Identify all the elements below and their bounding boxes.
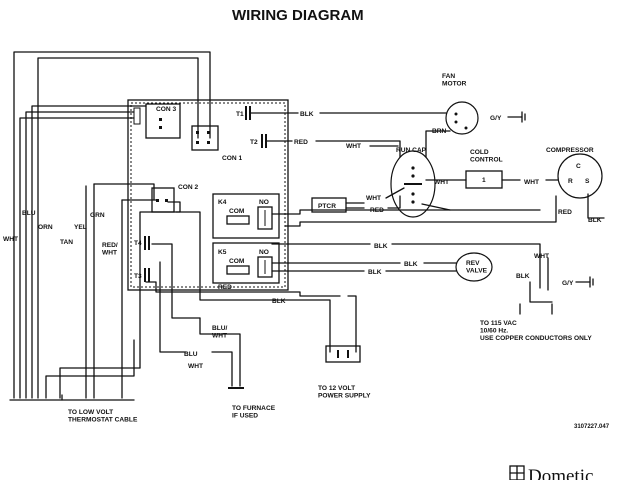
relay-board-k5: K5 COM NO <box>212 242 280 284</box>
k5-no-label: NO <box>259 249 269 256</box>
terminal-t4-label: T4 <box>134 240 142 247</box>
wire-label-blk-k5: BLK <box>404 261 418 268</box>
wire-label-orn: ORN <box>38 224 53 231</box>
compressor-label: COMPRESSOR <box>546 147 594 154</box>
ptcr: PTCR <box>311 197 347 213</box>
cold-control-terminal: 1 <box>482 177 486 184</box>
terminal-t1: T1 <box>236 106 251 120</box>
wire-label-red-wht: RED/WHT <box>102 242 118 257</box>
relay-con3: CON 3 <box>133 103 181 139</box>
wire-label-yel: YEL <box>74 224 87 231</box>
compressor: C R S COMPRESSOR <box>546 147 603 199</box>
wire-label-gy-vac: G/Y <box>562 280 574 287</box>
wire-label-tan: TAN <box>60 239 73 246</box>
brand-name: Dometic <box>528 466 593 480</box>
thermostat-wiring <box>9 51 211 401</box>
wire-label-red-comp: RED <box>558 209 572 216</box>
wire-label-wht-k5: WHT <box>534 253 549 260</box>
wire-label-blu-wht-furnace: BLU/WHT <box>212 325 228 340</box>
wire-label-blu-left: BLU <box>22 210 36 217</box>
wire-label-wht-cap: WHT <box>434 179 449 186</box>
relay-con2-label: CON 2 <box>178 184 198 191</box>
relay-con2: CON 2 <box>151 184 198 213</box>
k4-com-label: COM <box>229 208 245 215</box>
wire-label-blk-k5b: BLK <box>368 269 382 276</box>
wire-label-wht-left: WHT <box>3 236 18 243</box>
compressor-terminal-r: R <box>568 178 573 185</box>
control-board <box>127 99 289 291</box>
wire-label-gy-fan: G/Y <box>490 115 502 122</box>
wire-label-blk-comp: BLK <box>588 217 602 224</box>
ptcr-label: PTCR <box>318 203 336 210</box>
run-capacitor: RUN CAP <box>390 147 436 218</box>
k5-label: K5 <box>218 249 227 256</box>
relay-con1-label: CON 1 <box>222 155 242 162</box>
wire-label-wht-fan: WHT <box>346 143 361 150</box>
wire-label-wht-cold: WHT <box>524 179 539 186</box>
ground-vac <box>575 276 594 288</box>
wire-label-wht-ptcr: WHT <box>366 195 381 202</box>
k4-no-label: NO <box>259 199 269 206</box>
terminal-t2: T2 <box>250 134 267 148</box>
wire-label-blk-t1: BLK <box>300 111 314 118</box>
wire-label-blk-k4: BLK <box>374 243 388 250</box>
wire-label-red-t2: RED <box>294 139 308 146</box>
ground-fan <box>507 111 526 123</box>
terminal-t3-label: T3 <box>134 273 142 280</box>
wire-label-blk-vac: BLK <box>516 273 530 280</box>
k4-label: K4 <box>218 199 227 206</box>
run-cap-label: RUN CAP <box>396 147 427 154</box>
terminal-t4: T4 <box>134 236 150 250</box>
terminal-t1-label: T1 <box>236 111 244 118</box>
k5-com-label: COM <box>229 258 245 265</box>
relay-con1: CON 1 <box>191 125 242 162</box>
relay-con3-label: CON 3 <box>156 106 176 113</box>
relay-board-k4: K4 COM NO <box>212 193 280 239</box>
wire-label-red-wht-text: RED/WHT <box>102 242 118 257</box>
compressor-terminal-c: C <box>576 163 581 170</box>
compressor-terminal-s: S <box>585 178 590 185</box>
terminal-t3: T3 <box>134 268 150 282</box>
wire-label-blu-furnace: BLU <box>184 351 198 358</box>
wire-label-wht-furnace: WHT <box>188 363 203 370</box>
twelve-volt-terminal <box>325 345 361 363</box>
terminal-t2-label: T2 <box>250 139 258 146</box>
wire-label-red-lower: RED <box>218 284 232 291</box>
wire-label-blk-lower: BLK <box>272 298 286 305</box>
brand-logo: Dometic <box>509 465 593 480</box>
wire-label-grn: GRN <box>90 212 105 219</box>
diagram-title: WIRING DIAGRAM <box>232 7 364 24</box>
part-number: 3107227.047 <box>574 424 610 430</box>
